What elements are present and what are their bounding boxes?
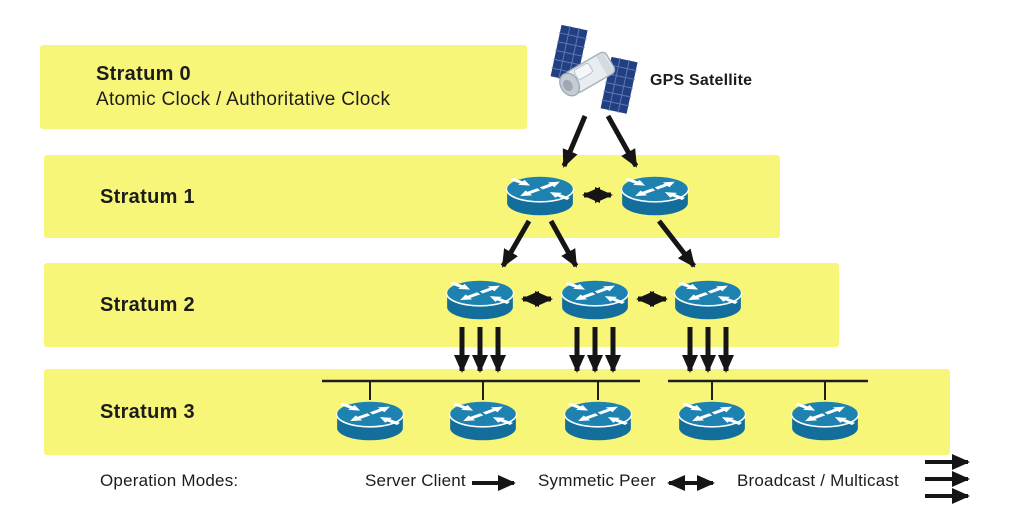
stratum3-bus-lines bbox=[322, 379, 868, 400]
router-icon bbox=[561, 280, 629, 319]
legend-title: Operation Modes: bbox=[100, 471, 239, 490]
router-icon bbox=[674, 280, 742, 319]
stratum-0-sublabel: Atomic Clock / Authoritative Clock bbox=[96, 89, 391, 110]
router-icon bbox=[791, 401, 859, 440]
router-icon bbox=[506, 176, 574, 215]
legend-server-client-label: Server Client bbox=[365, 471, 466, 490]
gps-satellite-icon bbox=[548, 23, 640, 116]
broadcast-multicast-arrows-icon bbox=[925, 454, 970, 504]
stratum2-to-stratum3-arrows bbox=[454, 327, 734, 373]
stratum-3-label: Stratum 3 bbox=[100, 401, 195, 423]
router-icon bbox=[621, 176, 689, 215]
router-icon bbox=[564, 401, 632, 440]
stratum1-to-stratum2-arrows bbox=[500, 219, 696, 268]
router-icon bbox=[336, 401, 404, 440]
router-icon bbox=[449, 401, 517, 440]
stratum-0-band: Stratum 0 Atomic Clock / Authoritative C… bbox=[40, 45, 527, 129]
stratum-1-label: Stratum 1 bbox=[100, 185, 195, 208]
router-icon bbox=[678, 401, 746, 440]
gps-satellite-label: GPS Satellite bbox=[650, 72, 753, 89]
legend-symmetic-peer-label: Symmetic Peer bbox=[538, 471, 656, 490]
stratum-2-label: Stratum 2 bbox=[100, 294, 195, 316]
satellite-downlink-arrows bbox=[561, 114, 639, 168]
stratum-0-label: Stratum 0 bbox=[96, 63, 191, 85]
router-icon bbox=[446, 280, 514, 319]
legend-broadcast-multicast-label: Broadcast / Multicast bbox=[737, 471, 899, 490]
